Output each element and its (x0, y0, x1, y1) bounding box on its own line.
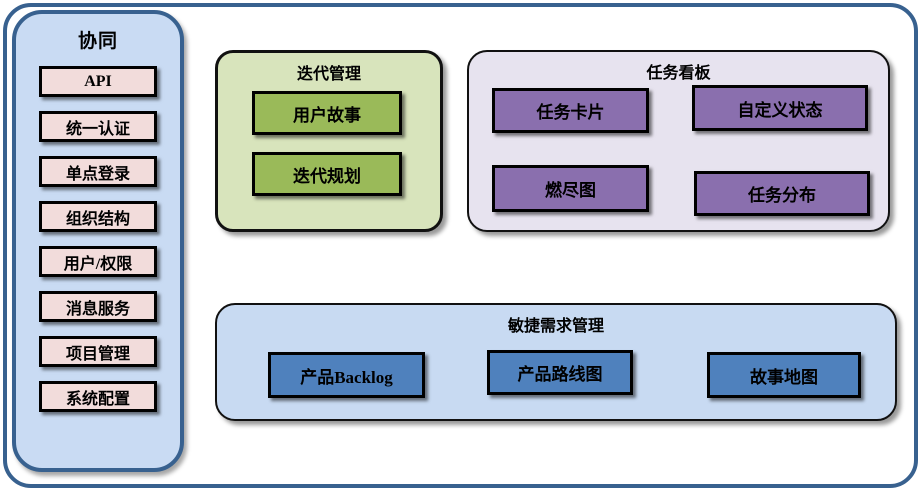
node-user-story: 用户故事 (252, 91, 402, 135)
node-burndown-chart: 燃尽图 (492, 165, 649, 212)
node-story-map: 故事地图 (707, 352, 861, 398)
sidebar-title: 协同 (77, 31, 118, 52)
requirements-group-title: 敏捷需求管理 (507, 318, 604, 335)
iteration-group-title: 迭代管理 (296, 66, 361, 83)
sidebar-item-project-mgmt: 项目管理 (39, 336, 157, 367)
sidebar-item-sso: 单点登录 (39, 156, 157, 187)
kanban-group-title: 任务看板 (646, 65, 711, 82)
agile-requirements-group: 敏捷需求管理 产品Backlog 产品路线图 故事地图 (215, 303, 897, 421)
node-iteration-plan: 迭代规划 (252, 152, 402, 196)
node-custom-state: 自定义状态 (692, 85, 868, 131)
node-product-backlog: 产品Backlog (268, 352, 425, 398)
sidebar-item-list: API 统一认证 单点登录 组织结构 用户/权限 消息服务 项目管理 系统配置 (39, 66, 157, 412)
sidebar-item-system-config: 系统配置 (39, 381, 157, 412)
task-kanban-group: 任务看板 任务卡片 自定义状态 燃尽图 任务分布 (467, 50, 890, 232)
sidebar-item-user-perms: 用户/权限 (39, 246, 157, 277)
collaboration-sidebar: 协同 API 统一认证 单点登录 组织结构 用户/权限 消息服务 项目管理 系统… (12, 10, 184, 472)
node-product-roadmap: 产品路线图 (487, 350, 633, 395)
sidebar-item-api: API (39, 66, 157, 97)
node-task-card: 任务卡片 (492, 88, 649, 133)
sidebar-item-unified-auth: 统一认证 (39, 111, 157, 142)
iteration-management-group: 迭代管理 用户故事 迭代规划 (215, 50, 443, 232)
node-task-distribution: 任务分布 (694, 171, 870, 216)
sidebar-item-message-service: 消息服务 (39, 291, 157, 322)
sidebar-item-org-structure: 组织结构 (39, 201, 157, 232)
